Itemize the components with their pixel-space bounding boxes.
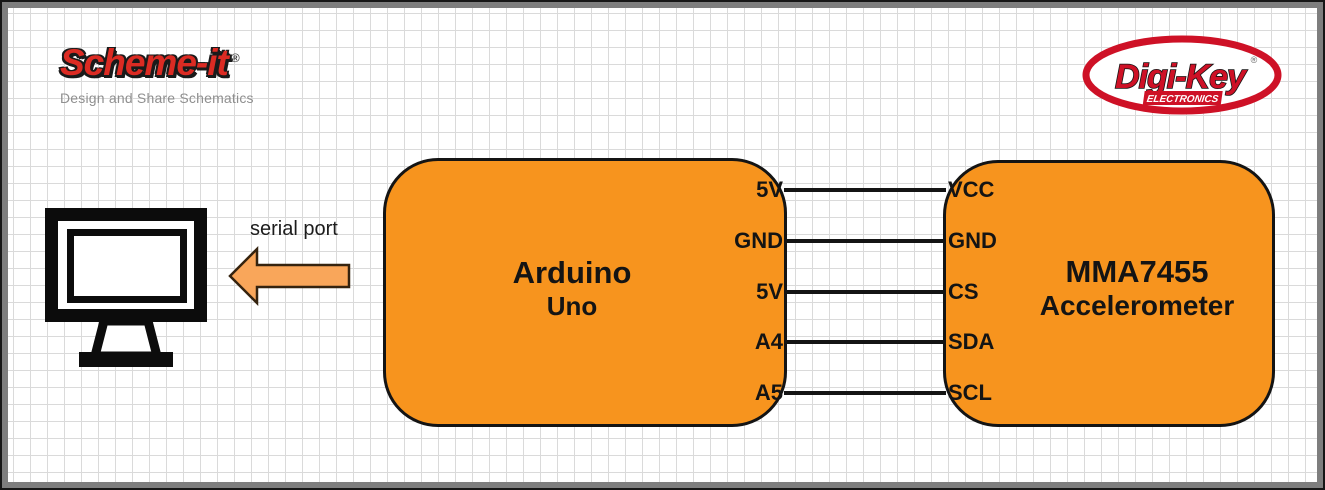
pin-label-arduino-a4: A4: [754, 329, 783, 354]
mma-subtitle: Accelerometer: [1039, 289, 1235, 321]
mma-title: MMA7455: [1065, 253, 1209, 289]
pin-label-arduino-a5: A5: [754, 380, 783, 405]
digikey-registered-icon: ®: [1251, 55, 1258, 65]
wire-5v-vcc[interactable]: [784, 188, 946, 192]
wire-5v-cs[interactable]: [784, 290, 946, 294]
pin-label-mma-cs: CS: [948, 279, 979, 304]
pin-label-mma-scl: SCL: [948, 380, 992, 405]
monitor-stand: [89, 316, 163, 361]
pin-label-arduino-5v-mid: 5V: [756, 279, 783, 304]
mma7455-accelerometer-block[interactable]: MMA7455 Accelerometer: [943, 160, 1275, 427]
wire-a4-sda[interactable]: [784, 340, 946, 344]
pin-label-arduino-gnd: GND: [734, 228, 783, 253]
monitor-screen: [67, 229, 187, 303]
wire-gnd-gnd[interactable]: [784, 239, 946, 243]
computer-monitor-icon[interactable]: [40, 200, 215, 372]
arduino-title: Arduino: [512, 255, 632, 290]
arduino-uno-block[interactable]: Arduino Uno: [383, 158, 787, 427]
schemeit-tagline: Design and Share Schematics: [60, 90, 254, 106]
digikey-wordmark: Digi-Key: [1115, 58, 1248, 96]
wire-a5-scl[interactable]: [784, 391, 946, 395]
schemeit-wordmark: Scheme-it: [60, 42, 229, 83]
arduino-title-wrap: Arduino Uno: [513, 255, 632, 322]
digikey-electronics-banner: ELECTRONICS: [1142, 91, 1223, 105]
arduino-subtitle: Uno: [546, 291, 598, 321]
serial-port-label: serial port: [250, 218, 338, 240]
pin-label-mma-vcc: VCC: [948, 177, 995, 202]
pin-label-mma-sda: SDA: [948, 329, 995, 354]
schemeit-logo-text: Scheme-it®: [60, 42, 254, 84]
digikey-oval: [1082, 35, 1282, 115]
electronics-banner-rect: [1142, 91, 1223, 105]
digikey-electronics-text: ELECTRONICS: [1146, 94, 1219, 105]
schemeit-logo: Scheme-it® Design and Share Schematics: [60, 42, 254, 106]
left-arrow-shape: [228, 245, 351, 307]
pin-label-arduino-5v-top: 5V: [756, 177, 783, 202]
serial-port-arrow[interactable]: [225, 244, 355, 308]
mma-title-wrap: MMA7455 Accelerometer: [1040, 254, 1235, 322]
registered-trademark-icon: ®: [230, 50, 240, 65]
digikey-logo: Digi-Key ® ELECTRONICS: [1082, 35, 1282, 115]
pin-label-mma-gnd: GND: [948, 228, 997, 253]
monitor-base: [79, 352, 173, 367]
